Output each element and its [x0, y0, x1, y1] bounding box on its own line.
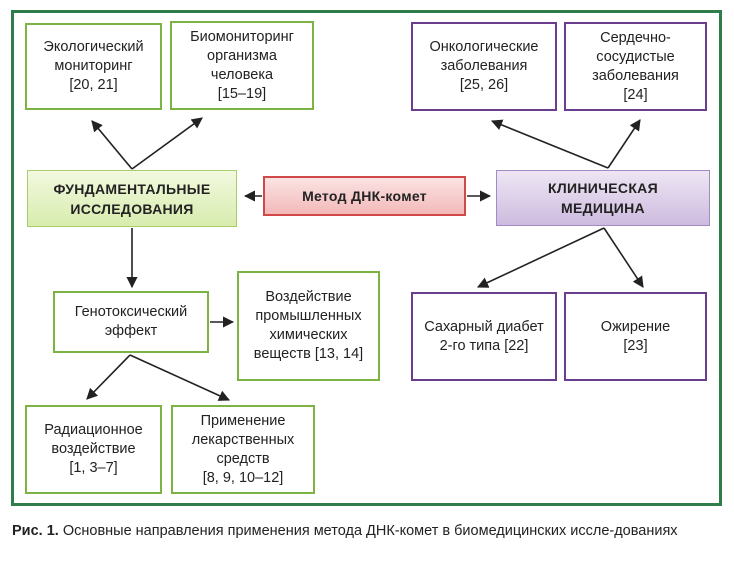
- box-clinical-medicine: КЛИНИЧЕСКАЯ МЕДИЦИНА: [496, 170, 710, 226]
- arrow-to-drugs: [129, 354, 231, 401]
- box-genotoxic-effect: Генотоксический эффект: [53, 291, 209, 353]
- arrow-to-eco: [91, 120, 133, 170]
- arrow-to-diabetes: [476, 227, 605, 288]
- arrow-to-radiation: [86, 354, 131, 400]
- box-drugs: Применение лекарственных средств [8, 9, …: [171, 405, 315, 494]
- box-bio-monitoring: Биомониторинг организма человека [15–19]: [170, 21, 314, 110]
- box-radiation: Радиационное воздействие [1, 3–7]: [25, 405, 162, 494]
- caption-label: Рис. 1.: [12, 523, 59, 539]
- box-diabetes: Сахарный диабет 2-го типа [22]: [411, 292, 557, 381]
- arrow-to-cardio: [607, 119, 641, 169]
- arrow-to-obesity: [603, 227, 644, 288]
- arrow-to-bio: [131, 117, 203, 170]
- arrow-to-oncology: [490, 119, 609, 169]
- box-comet-method: Метод ДНК-комет: [263, 176, 466, 216]
- box-cardio: Сердечно- сосудистые заболевания [24]: [564, 22, 707, 111]
- caption-text: Основные направления применения метода Д…: [58, 523, 678, 539]
- box-fundamental-research: ФУНДАМЕНТАЛЬНЫЕ ИССЛЕДОВАНИЯ: [27, 170, 237, 227]
- box-oncology: Онкологические заболевания [25, 26]: [411, 22, 557, 111]
- box-industrial-chemicals: Воздействие промышленных химических веще…: [237, 271, 380, 381]
- box-obesity: Ожирение [23]: [564, 292, 707, 381]
- figure-frame: [11, 10, 722, 506]
- box-eco-monitoring: Экологический мониторинг [20, 21]: [25, 23, 162, 110]
- figure-caption: Рис. 1. Основные направления применения …: [12, 521, 724, 541]
